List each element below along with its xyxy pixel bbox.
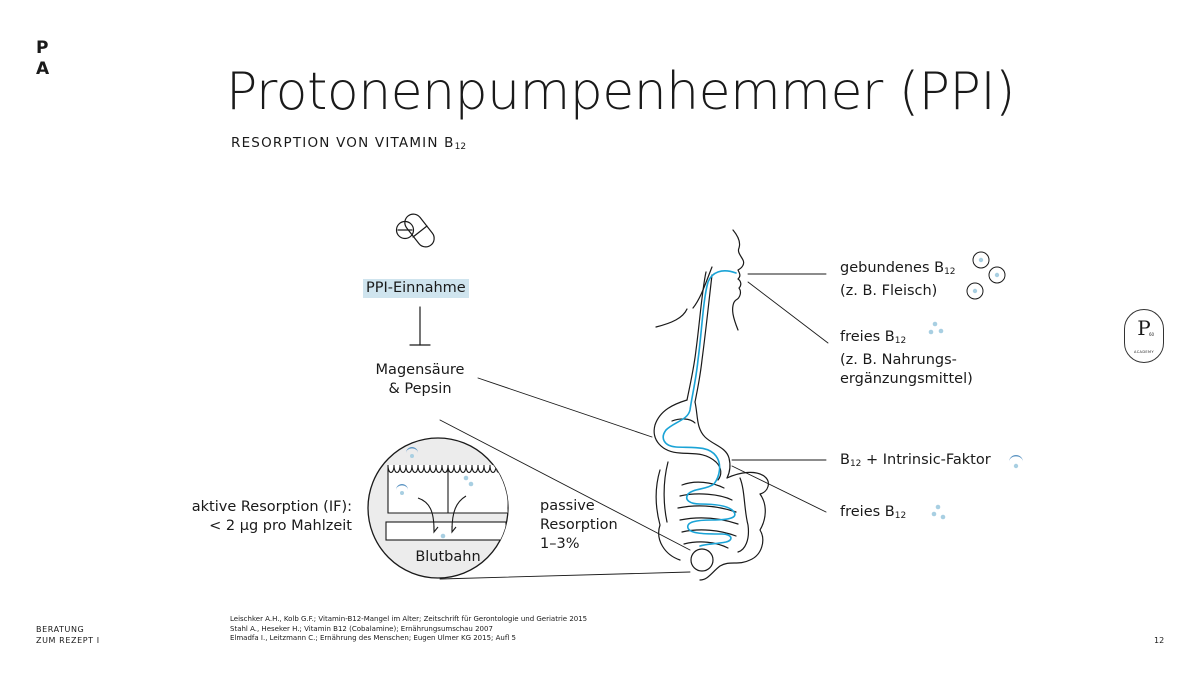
reference-item: Leischker A.H., Kolb G.F.; Vitamin-B12-M… [230,615,588,623]
neck-curve [655,308,688,328]
pills-icon [395,213,435,248]
logo-line-1: P [36,38,49,58]
b12-intrinsic-factor-label: B12 + Intrinsic-Faktor [840,452,991,469]
passive-resorption-label: passive Resorption 1–3% [540,498,618,552]
logo-line-2: A [36,59,50,79]
bloodstream-label: Blutbahn [415,549,481,565]
large-intestine [699,471,769,581]
references: Leischker A.H., Kolb G.F.; Vitamin-B12-M… [230,615,587,644]
intestine-villus-origin [690,548,714,572]
page-number: 12 [1154,636,1165,645]
pointer-free-b12 [747,281,829,344]
free-b12-label: freies B12 (z. B. Nahrungs- ergänzungsmi… [840,329,973,387]
free-b12-dots [440,321,946,539]
badge-text: ACADEMY [1133,350,1155,354]
bound-b12-label: gebundenes B12 (z. B. Fleisch) [840,260,956,299]
footer-section: BERATUNG ZUM REZEPT I [36,624,100,646]
reference-item: Stahl A., Heseker H.; Vitamin B12 (Cobal… [230,624,493,633]
pointer-acid [477,377,653,438]
inhibition-arrow [409,306,431,346]
pointer-free-b12-2 [731,465,827,513]
bound-b12-icons [966,251,1006,300]
reference-item: Elmadfa I., Leitzmann C.; Ernährung des … [230,634,516,642]
footer-line-1: BERATUNG [36,625,85,634]
brand-logo: P A [36,38,49,80]
academy-badge: P 60 ACADEMY [1124,309,1164,363]
badge-letter: P [1137,316,1151,340]
active-resorption-label: aktive Resorption (IF): < 2 µg pro Mahlz… [191,499,352,534]
intrinsic-factor-icons [396,447,1023,495]
page-subtitle: RESORPTION VON VITAMIN B12 [231,135,467,152]
ppi-intake-label: PPI-Einnahme [363,279,469,298]
footer-line-2: ZUM REZEPT I [36,636,100,645]
badge-number: 60 [1149,332,1155,337]
page-title: Protonenpumpenhemmer (PPI) [226,62,1015,122]
small-intestine [677,481,739,549]
head-profile [732,229,745,331]
digestion-path [662,270,737,547]
acid-pepsin-label: Magensäure & Pepsin [375,362,465,397]
free-b12-intestine-label: freies B12 [840,504,907,521]
villi-zoom-circle [367,437,509,579]
